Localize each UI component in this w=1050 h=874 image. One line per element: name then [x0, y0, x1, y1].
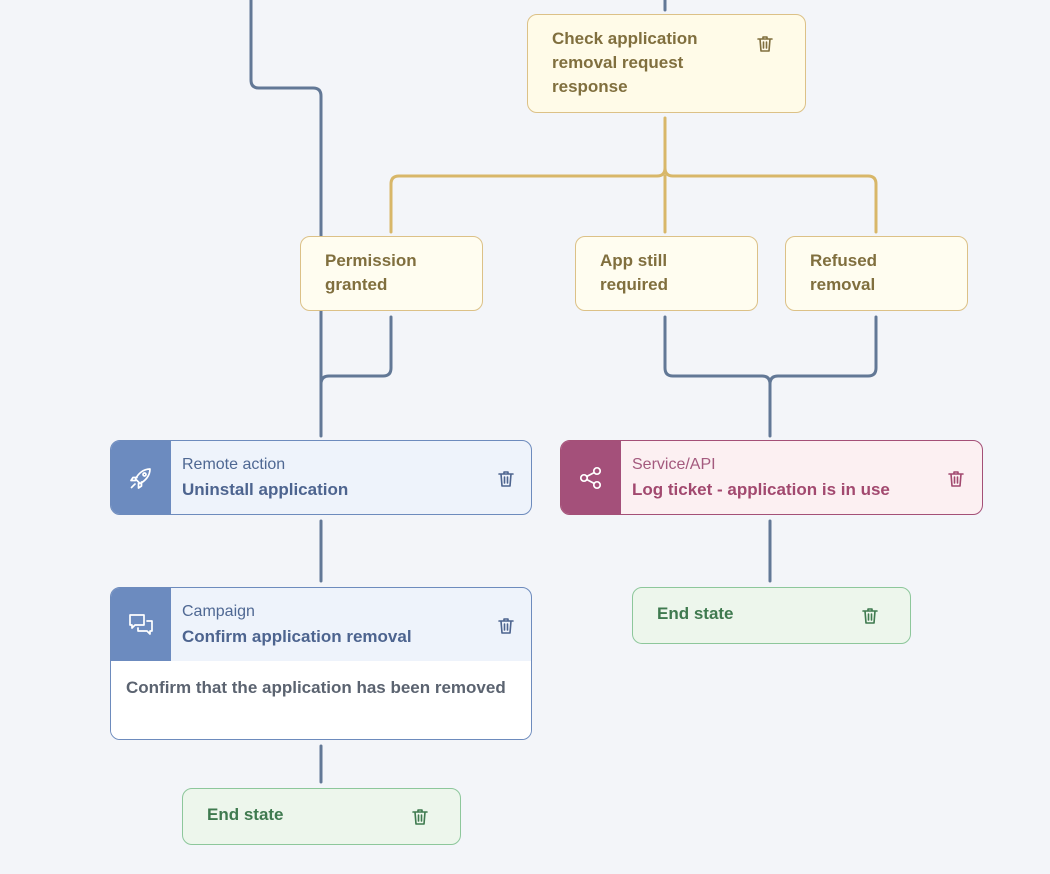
rocket-icon [130, 467, 151, 489]
remote-action-name: Uninstall application [182, 480, 349, 499]
trash-icon[interactable] [496, 469, 516, 489]
condition-node-app-still-required[interactable]: App still required [575, 236, 758, 311]
remote-action-icon-panel [111, 441, 171, 514]
end-state-label: End state [657, 604, 734, 623]
condition-node-permission-granted[interactable]: Permission granted [300, 236, 483, 311]
end-state-node-service[interactable]: End state [632, 587, 911, 644]
condition-label-refused-removal: Refused removal [810, 251, 878, 294]
action-node-campaign[interactable]: Campaign Confirm application removal Con… [110, 587, 532, 740]
condition-node-root[interactable]: Check application removal request respon… [527, 14, 806, 113]
remote-action-type: Remote action [182, 456, 286, 473]
trash-icon[interactable] [860, 606, 880, 626]
service-api-name: Log ticket - application is in use [632, 480, 890, 499]
connector-permission-merge [319, 315, 393, 386]
condition-label-permission-granted: Permission granted [325, 251, 417, 294]
trash-icon[interactable] [410, 807, 430, 827]
service-api-type: Service/API [632, 456, 716, 473]
condition-node-refused-removal[interactable]: Refused removal [785, 236, 968, 311]
trash-icon[interactable] [946, 469, 966, 489]
action-node-service-api[interactable]: Service/API Log ticket - application is … [560, 440, 983, 515]
connector-still-required-merge [663, 315, 772, 438]
share-icon [579, 466, 602, 489]
campaign-name: Confirm application removal [182, 627, 412, 646]
end-state-node-campaign[interactable]: End state [182, 788, 461, 845]
condition-label-app-still-required: App still required [600, 251, 669, 294]
connector-root-split-right [663, 166, 878, 234]
campaign-type: Campaign [182, 603, 255, 620]
connector-main-trunk [249, 0, 323, 438]
connector-refused-merge [768, 315, 878, 386]
campaign-description: Confirm that the application has been re… [111, 661, 531, 739]
condition-root-label: Check application removal request respon… [552, 29, 698, 96]
chat-bubbles-icon [129, 613, 153, 635]
connector-root-split [389, 116, 667, 234]
trash-icon[interactable] [755, 34, 775, 54]
end-state-label: End state [207, 805, 284, 824]
campaign-icon-panel [111, 588, 171, 661]
service-api-icon-panel [561, 441, 621, 514]
trash-icon[interactable] [496, 616, 516, 636]
action-node-remote-action[interactable]: Remote action Uninstall application [110, 440, 532, 515]
